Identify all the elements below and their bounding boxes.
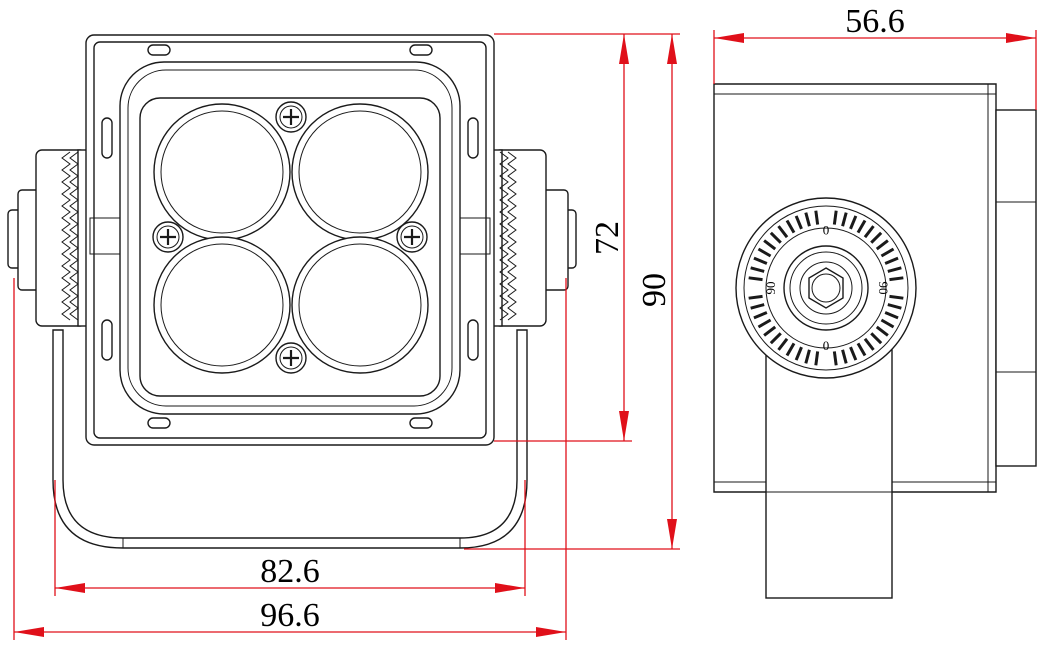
- dial-tick: [832, 351, 838, 366]
- dial-tick: [785, 219, 796, 234]
- dial-label-bottom: 0: [823, 338, 830, 353]
- dial-tick: [804, 349, 811, 364]
- dial-tick: [832, 210, 838, 225]
- led-lenses: [153, 103, 429, 374]
- dial-tick: [875, 325, 889, 337]
- dim-bracket-width: 82.6: [260, 553, 320, 590]
- side-lens-bezel: [995, 109, 1037, 467]
- dial-tick: [777, 225, 789, 239]
- dial-label-top: 0: [823, 223, 830, 238]
- dial-tick: [849, 215, 858, 230]
- mount-bracket: [52, 329, 528, 549]
- side-tab-right: [459, 217, 491, 255]
- lens-frame-mid: [127, 69, 453, 407]
- dial-tick: [814, 210, 820, 225]
- dial-tick: [769, 332, 782, 345]
- dial-tick: [863, 337, 875, 351]
- screw-icon: [275, 342, 307, 374]
- dial-label-right: 90: [876, 282, 891, 295]
- dial-tick: [884, 256, 899, 265]
- screw-icon: [396, 221, 428, 253]
- dial-tick: [887, 266, 902, 273]
- dial-tick: [757, 318, 772, 329]
- dial-tick: [887, 303, 902, 310]
- dial-tick: [750, 303, 765, 310]
- dial-tick: [750, 266, 765, 273]
- dial-tick: [841, 349, 848, 364]
- side-view: 0 90 0 90: [713, 83, 1037, 599]
- dim-overall-width: 96.6: [260, 597, 320, 634]
- dial-tick: [757, 247, 772, 258]
- left-knob: [7, 149, 91, 327]
- right-knob: [489, 149, 577, 327]
- dial-tick: [763, 325, 777, 337]
- dial-tick: [863, 225, 875, 239]
- dial-tick: [880, 247, 895, 258]
- dial-ticks: [748, 210, 904, 366]
- dial-tick: [870, 332, 883, 345]
- dial-tick: [794, 346, 803, 361]
- screw-icon: [275, 101, 307, 133]
- dial-tick: [794, 215, 803, 230]
- dial-tick: [777, 337, 789, 351]
- front-view: [7, 34, 577, 549]
- dial-tick: [841, 212, 848, 227]
- dial-tick: [748, 276, 763, 282]
- phillips-screws: [152, 101, 428, 374]
- dial-tick: [856, 219, 867, 234]
- dial-tick: [753, 311, 768, 320]
- angle-dial: 0 90 0 90: [735, 197, 917, 379]
- dial-tick: [875, 239, 889, 251]
- dial-tick: [880, 318, 895, 329]
- side-tab-left: [89, 217, 121, 255]
- dial-tick: [889, 294, 904, 300]
- dial-tick: [748, 294, 763, 300]
- side-bracket-arm: [765, 349, 893, 599]
- dial-label-left: 90: [763, 282, 778, 295]
- dial-tick: [884, 311, 899, 320]
- dim-housing-height: 72: [589, 221, 626, 255]
- screw-icon: [152, 221, 184, 253]
- dial-tick: [785, 342, 796, 357]
- dial-tick: [804, 212, 811, 227]
- dim-depth: 56.6: [845, 3, 905, 40]
- dial-tick: [889, 276, 904, 282]
- dial-tick: [753, 256, 768, 265]
- hex-socket-icon: [808, 267, 844, 309]
- dial-tick: [763, 239, 777, 251]
- dim-overall-height: 90: [636, 273, 673, 307]
- dial-tick: [769, 231, 782, 244]
- dial-tick: [849, 346, 858, 361]
- dial-tick: [870, 231, 883, 244]
- dial-tick: [856, 342, 867, 357]
- mounting-slots: [101, 44, 479, 429]
- dimensions: 96.6 82.6 72 90 56.6: [13, 3, 1037, 640]
- dial-tick: [814, 351, 820, 366]
